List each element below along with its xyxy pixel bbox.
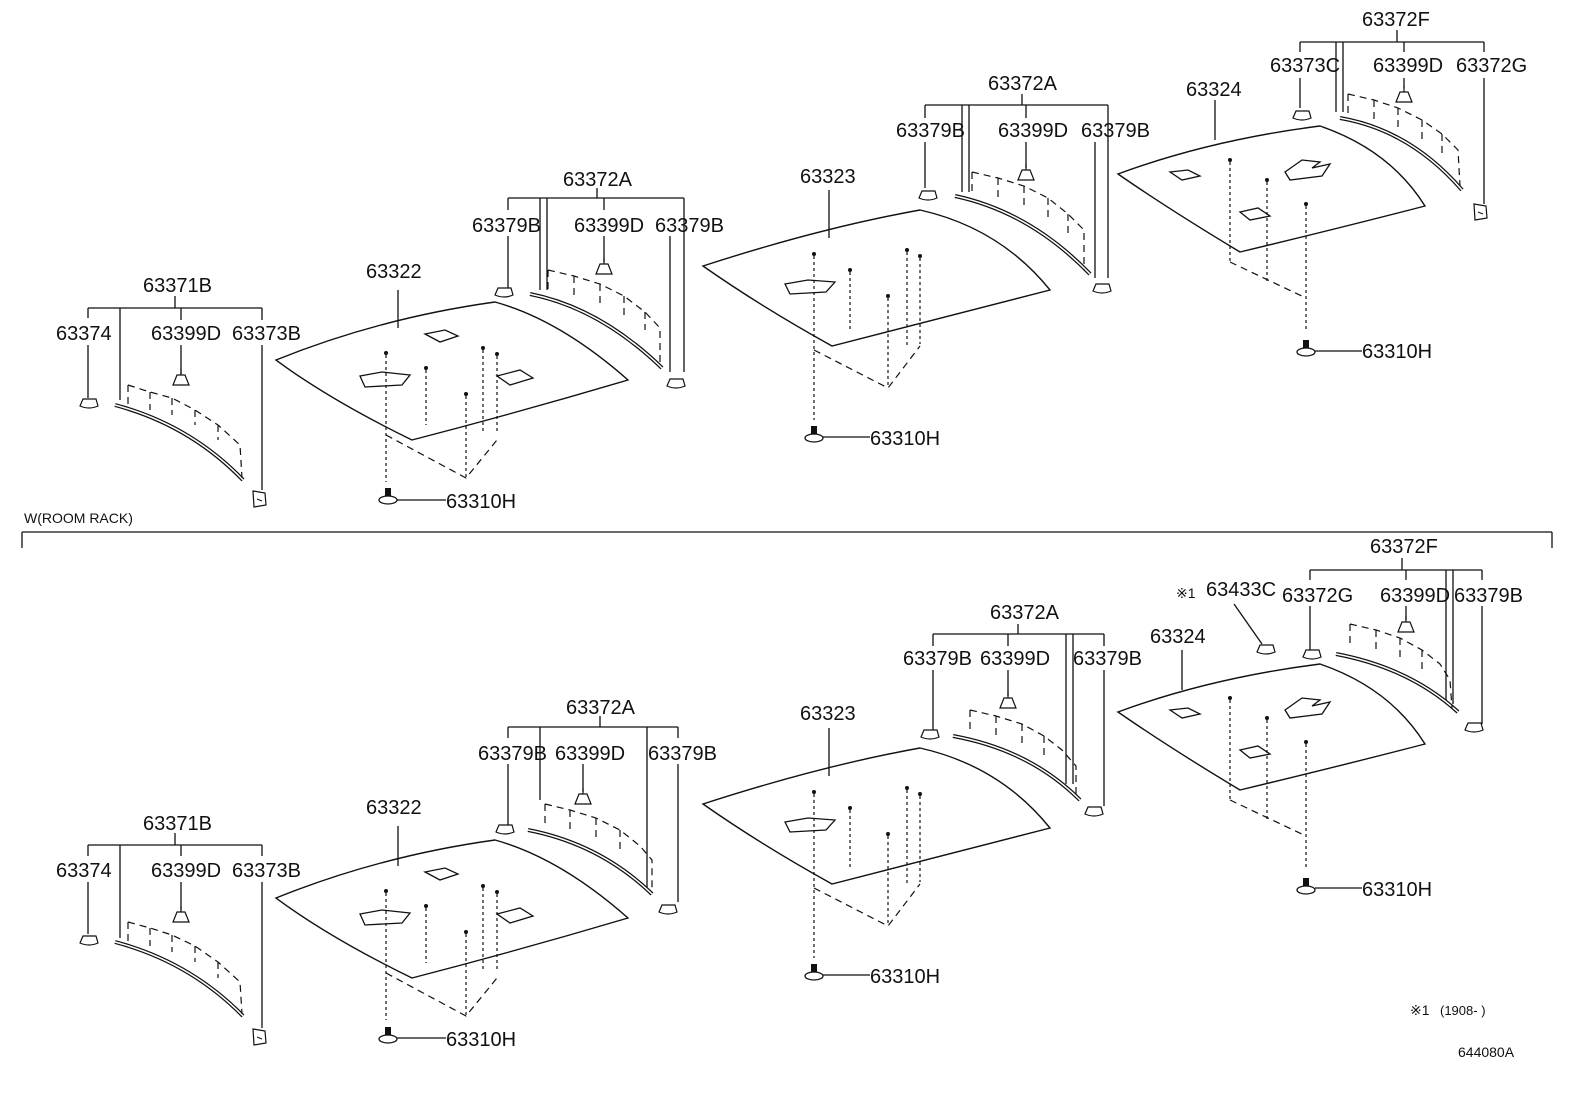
label-63373c: 63373C (1270, 55, 1340, 77)
top-headliner-63322: 63322 63310H (274, 261, 630, 513)
label-63399d-8: 63399D (1380, 585, 1450, 607)
bottom-headliner-63323: 63323 63310H (701, 703, 1052, 988)
top-headliner-63324: 63324 63310H (1116, 79, 1432, 363)
top-rail-63372a-2: 63372A 63379B 63399D 63379B (896, 73, 1150, 294)
label-63310h-3: 63310H (1362, 341, 1432, 363)
bottom-rail-63372f: 63372F ※1 63433C 63372G 63399D 63379B (1176, 536, 1523, 733)
label-63379b-8: 63379B (1073, 648, 1142, 670)
label-63322-2: 63322 (366, 797, 422, 819)
bottom-headliner-63324: 63324 63310H (1116, 626, 1432, 901)
footnote-mark-2: ※1 (1410, 1002, 1430, 1018)
label-63372a-1: 63372A (563, 169, 633, 191)
label-63322: 63322 (366, 261, 422, 283)
top-headliner-63323: 63323 63310H (701, 166, 1052, 450)
label-63323-2: 63323 (800, 703, 856, 725)
label-63379b-7: 63379B (903, 648, 972, 670)
section-divider: W(ROOM RACK) (21, 510, 1553, 548)
footnote: ※1 (1908- ) 644080A (1410, 1002, 1515, 1060)
label-63379b-9: 63379B (1454, 585, 1523, 607)
label-63379b-5: 63379B (478, 743, 547, 765)
top-assembly: 63371B 63374 63399D 63373B 63322 63310H (56, 9, 1527, 513)
label-63372f-2: 63372F (1370, 536, 1438, 558)
label-63310h-5: 63310H (870, 966, 940, 988)
bottom-rail-63372a-1: 63372A 63379B 63399D 63379B (478, 697, 717, 915)
top-rail-63372f: 63372F 63373C 63399D 63372G (1270, 9, 1527, 221)
label-63372g-2: 63372G (1282, 585, 1353, 607)
label-63371b-2: 63371B (143, 813, 212, 835)
label-63372a-4: 63372A (990, 602, 1060, 624)
label-63379b-4: 63379B (1081, 120, 1150, 142)
label-63372a-3: 63372A (566, 697, 636, 719)
label-63399d-6: 63399D (555, 743, 625, 765)
label-63310h-4: 63310H (446, 1029, 516, 1051)
bottom-headliner-63322: 63322 63310H (274, 797, 630, 1051)
label-63433c: 63433C (1206, 579, 1276, 601)
label-63310h-1: 63310H (446, 491, 516, 513)
bottom-rail-63371b: 63371B 63374 63399D 63373B (56, 813, 301, 1046)
bottom-rail-63372a-2: 63372A 63379B 63399D 63379B (903, 602, 1142, 817)
label-63399d-2: 63399D (574, 215, 644, 237)
label-63399d-7: 63399D (980, 648, 1050, 670)
label-63373b: 63373B (232, 323, 301, 345)
label-63372f-1: 63372F (1362, 9, 1430, 31)
label-63374: 63374 (56, 323, 112, 345)
label-63372g-1: 63372G (1456, 55, 1527, 77)
label-63399d-3: 63399D (998, 120, 1068, 142)
footnote-mark-1: ※1 (1176, 585, 1196, 601)
footnote-text: (1908- ) (1440, 1003, 1486, 1018)
label-63371b: 63371B (143, 275, 212, 297)
label-63374-2: 63374 (56, 860, 112, 882)
section-label: W(ROOM RACK) (24, 510, 133, 526)
diagram-id: 644080A (1458, 1044, 1515, 1060)
label-63399d: 63399D (151, 323, 221, 345)
label-63399d-4: 63399D (1373, 55, 1443, 77)
label-63379b-3: 63379B (896, 120, 965, 142)
top-rail-63371b: 63371B 63374 63399D 63373B (56, 275, 301, 508)
label-63310h-2: 63310H (870, 428, 940, 450)
label-63399d-5: 63399D (151, 860, 221, 882)
label-63324-2: 63324 (1150, 626, 1206, 648)
label-63324: 63324 (1186, 79, 1242, 101)
bottom-assembly: 63371B 63374 63399D 63373B 63322 63310H (56, 536, 1523, 1051)
label-63373b-2: 63373B (232, 860, 301, 882)
label-63372a-2: 63372A (988, 73, 1058, 95)
label-63323: 63323 (800, 166, 856, 188)
top-rail-63372a-1: 63372A 63379B 63399D 63379B (472, 169, 724, 389)
label-63379b-1: 63379B (472, 215, 541, 237)
label-63379b-2: 63379B (655, 215, 724, 237)
label-63310h-6: 63310H (1362, 879, 1432, 901)
label-63379b-6: 63379B (648, 743, 717, 765)
